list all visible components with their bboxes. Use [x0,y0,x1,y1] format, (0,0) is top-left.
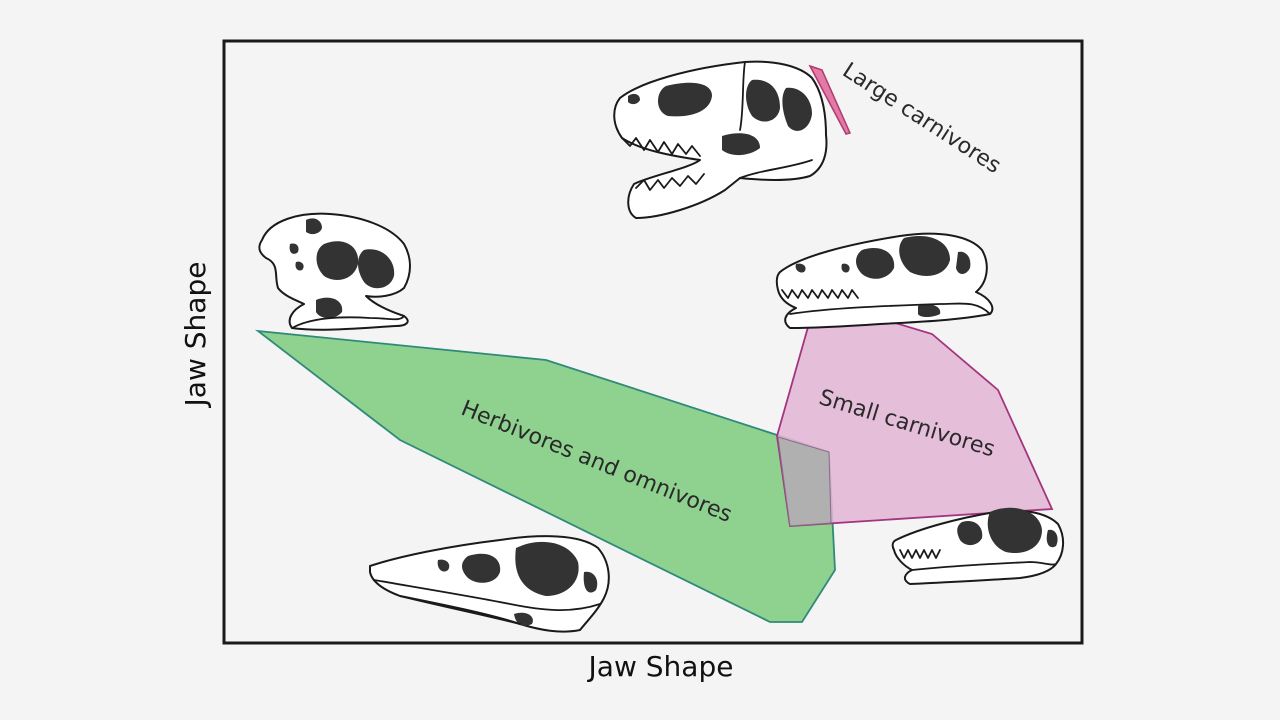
region-small-carnivores [776,297,1054,527]
tyrannosaur-skull-icon [613,60,828,219]
region-herbivores-omnivores [254,329,836,623]
region-large-carnivores [808,64,852,135]
ornithopod-skull-icon [369,535,610,633]
theropod-skull-icon [775,232,994,329]
small-theropod-skull-icon [891,507,1064,585]
region-overlap [777,436,832,527]
ceratopsian-skull-icon [258,212,411,331]
y-axis-label: Jaw Shape [179,262,212,409]
x-axis-label: Jaw Shape [587,650,734,683]
